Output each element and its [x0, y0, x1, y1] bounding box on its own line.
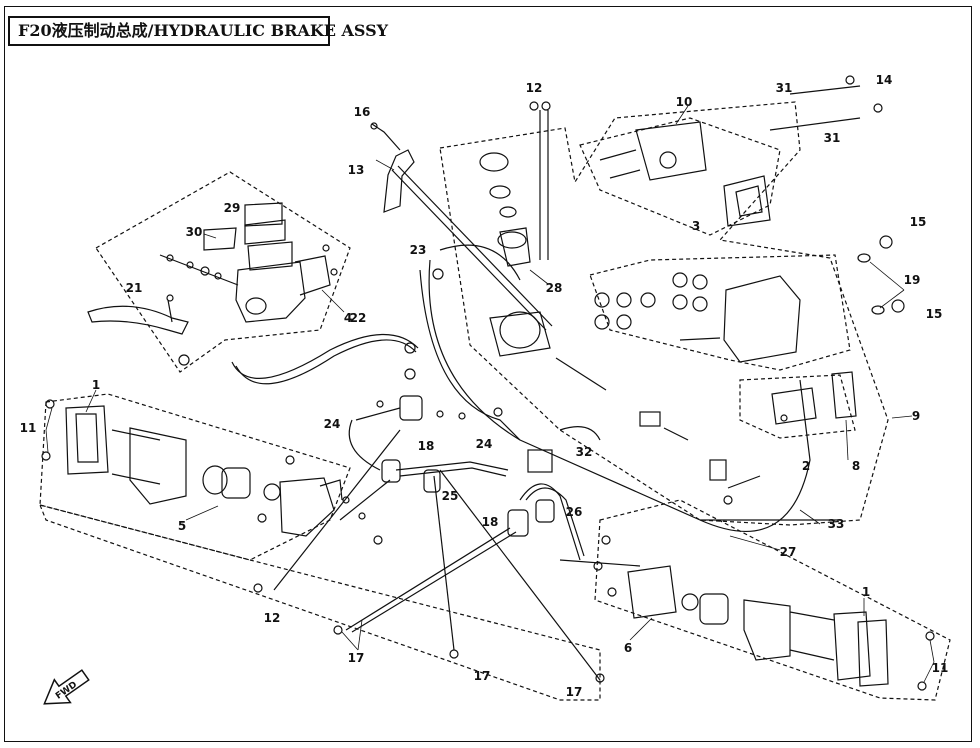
callout-22: 22: [350, 311, 367, 325]
callout-9: 9: [912, 409, 920, 423]
callout-31-b: 31: [824, 131, 841, 145]
drawing-frame: [4, 6, 972, 742]
callout-15-bottom: 15: [926, 307, 943, 321]
callout-4: 4: [344, 311, 352, 325]
callout-12-bottom: 12: [264, 611, 281, 625]
callout-26: 26: [566, 505, 583, 519]
callout-6: 6: [624, 641, 632, 655]
callout-13: 13: [348, 163, 365, 177]
callout-18-a: 18: [418, 439, 435, 453]
callout-15-top: 15: [910, 215, 927, 229]
callout-32: 32: [576, 445, 593, 459]
callout-8: 8: [852, 459, 860, 473]
callout-17-c: 17: [566, 685, 583, 699]
brake-lines: [273, 165, 641, 681]
callout-29: 29: [224, 201, 241, 215]
fittings: [333, 101, 605, 683]
brake-lever: [87, 294, 190, 366]
right-caliper: [593, 535, 935, 691]
callout-16: 16: [354, 105, 371, 119]
callout-23: 23: [410, 243, 427, 257]
callout-17-a: 17: [348, 651, 365, 665]
callout-labels: 1 1 2 3 4 5 6 8 9 10 11 11 12 12 13 14 1…: [20, 73, 949, 699]
callout-21: 21: [126, 281, 143, 295]
callout-24-b: 24: [476, 437, 493, 451]
callout-1-left: 1: [92, 378, 100, 392]
callout-19: 19: [904, 273, 921, 287]
callout-2: 2: [802, 459, 810, 473]
brake-pads: [771, 371, 857, 425]
rear-caliper: [594, 235, 905, 363]
callout-10: 10: [676, 95, 693, 109]
callout-5: 5: [178, 519, 186, 533]
pedal-assembly: [599, 75, 883, 227]
callout-18-b: 18: [482, 515, 499, 529]
callout-14: 14: [876, 73, 893, 87]
leader-lines: [45, 105, 935, 683]
left-master-cylinder: [159, 202, 338, 323]
foot-master-cylinder: [479, 152, 761, 505]
callout-17-b: 17: [474, 669, 491, 683]
callout-25: 25: [442, 489, 459, 503]
callout-30: 30: [186, 225, 203, 239]
callout-11-left: 11: [20, 421, 37, 435]
callout-3: 3: [692, 219, 700, 233]
lever-bracket: [370, 122, 415, 213]
forward-arrow-icon: FWD: [43, 669, 90, 705]
callout-12-top: 12: [526, 81, 543, 95]
left-caliper: [41, 399, 383, 593]
callout-33: 33: [828, 517, 845, 531]
brake-hoses: [231, 110, 840, 561]
callout-1-right: 1: [862, 585, 870, 599]
callout-27: 27: [780, 545, 797, 559]
callout-31-a: 31: [776, 81, 793, 95]
callout-24-a: 24: [324, 417, 341, 431]
callout-11-right: 11: [932, 661, 949, 675]
callout-28: 28: [546, 281, 563, 295]
group-outlines: [39, 101, 951, 701]
diagram-title: F20液压制动总成/HYDRAULIC BRAKE ASSY: [8, 16, 388, 46]
